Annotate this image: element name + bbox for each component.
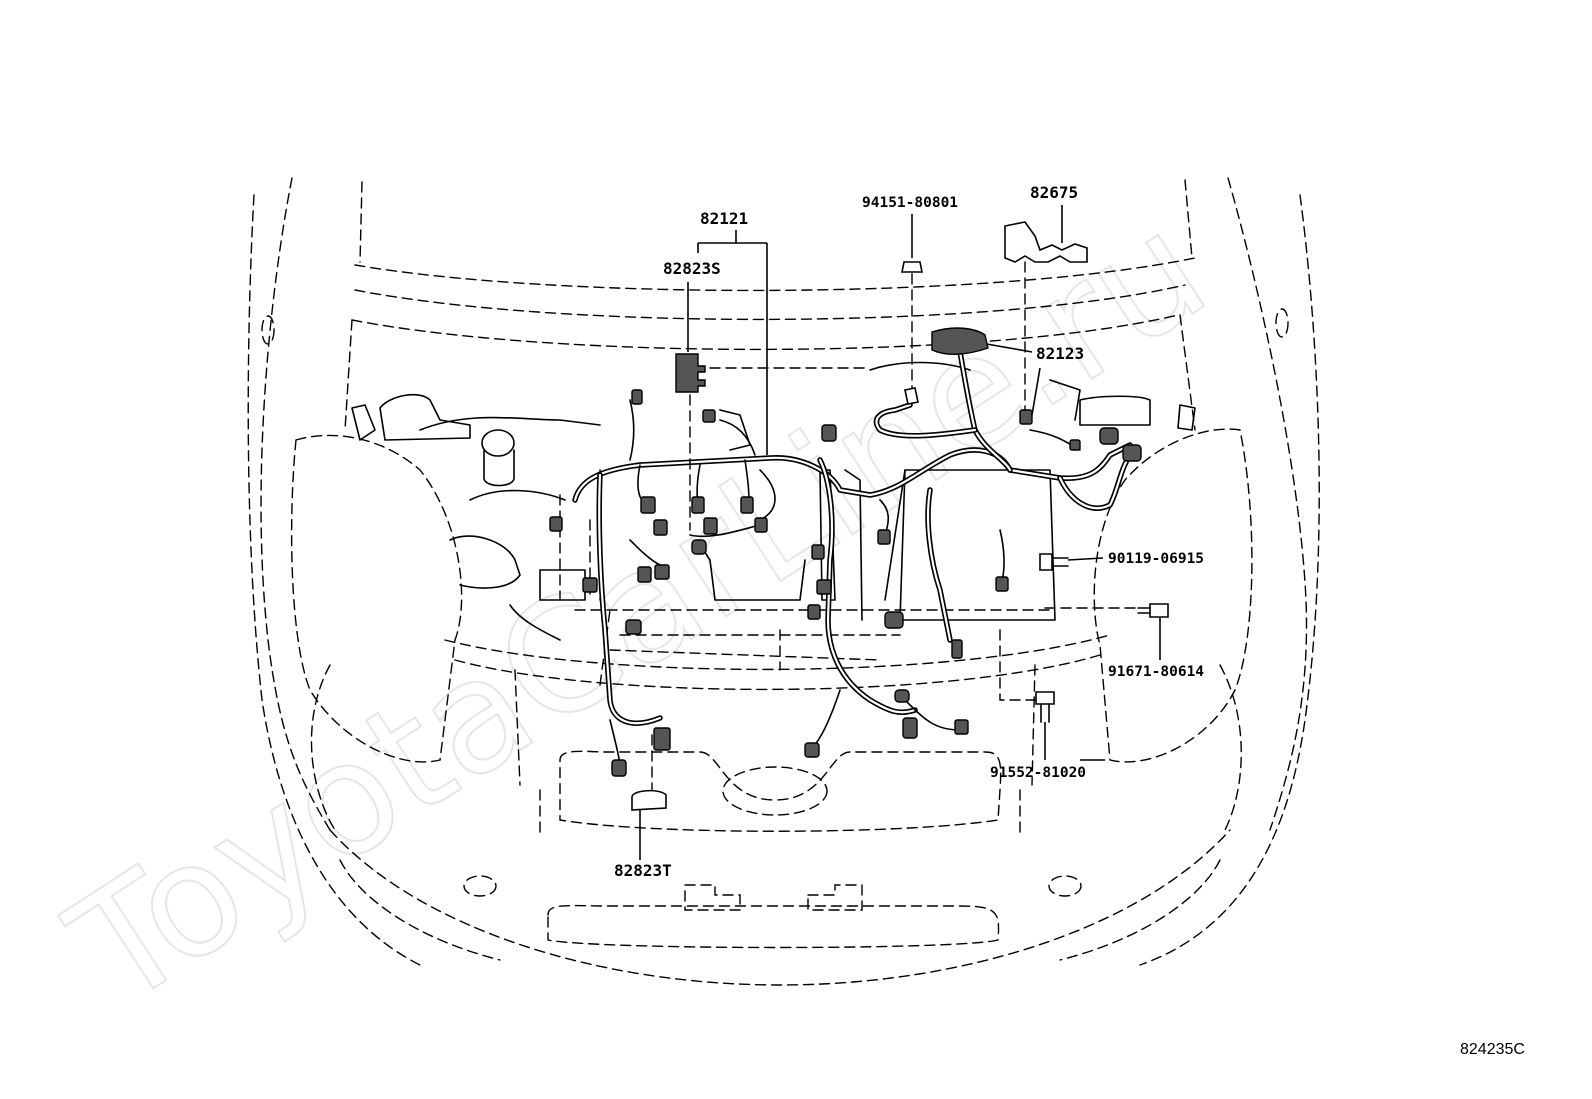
- bracket-82675: [1004, 221, 1088, 263]
- part-label-91552-81020: 91552-81020: [990, 765, 1086, 781]
- wire-harness-82121: [572, 349, 1133, 766]
- part-label-82121: 82121: [700, 209, 748, 228]
- part-label-94151-80801: 94151-80801: [862, 195, 958, 211]
- callout-82675: 82675: [1004, 183, 1088, 411]
- harness-connectors: [549, 389, 1142, 777]
- callout-91671-80614: 91671-80614: [999, 603, 1204, 701]
- fusible-link-block-82123: [931, 327, 989, 355]
- nut-94151-80801: [901, 261, 923, 273]
- part-label-82823S: 82823S: [663, 259, 721, 278]
- callout-82121: 82121: [697, 209, 768, 455]
- watermark: ToyotaCarLine.ru: [41, 178, 1236, 1042]
- callout-91552-81020: 91552-81020: [990, 691, 1105, 781]
- part-label-82675: 82675: [1030, 183, 1078, 202]
- part-label-82823T: 82823T: [614, 861, 672, 880]
- part-label-91671-80614: 91671-80614: [1108, 664, 1204, 680]
- vehicle-body-outline: [247, 177, 1320, 986]
- connector-clamp-82823S: [675, 353, 706, 393]
- bolt-91552-81020: [1035, 691, 1055, 705]
- callout-94151-80801: 94151-80801: [862, 195, 958, 405]
- callout-82823T: 82823T: [614, 734, 672, 880]
- figure-reference-number: 824235C: [1460, 1041, 1525, 1058]
- clamp-82823T: [631, 789, 667, 811]
- part-label-82123: 82123: [1036, 344, 1084, 363]
- callout-82123: 82123: [931, 327, 1084, 416]
- bolt-91671-80614: [1149, 603, 1169, 618]
- callout-90119-06915: 90119-06915: [1039, 551, 1204, 571]
- part-label-90119-06915: 90119-06915: [1108, 551, 1204, 567]
- callout-82823S: 82823S: [663, 259, 871, 531]
- bolt-90119-06915: [1039, 553, 1053, 571]
